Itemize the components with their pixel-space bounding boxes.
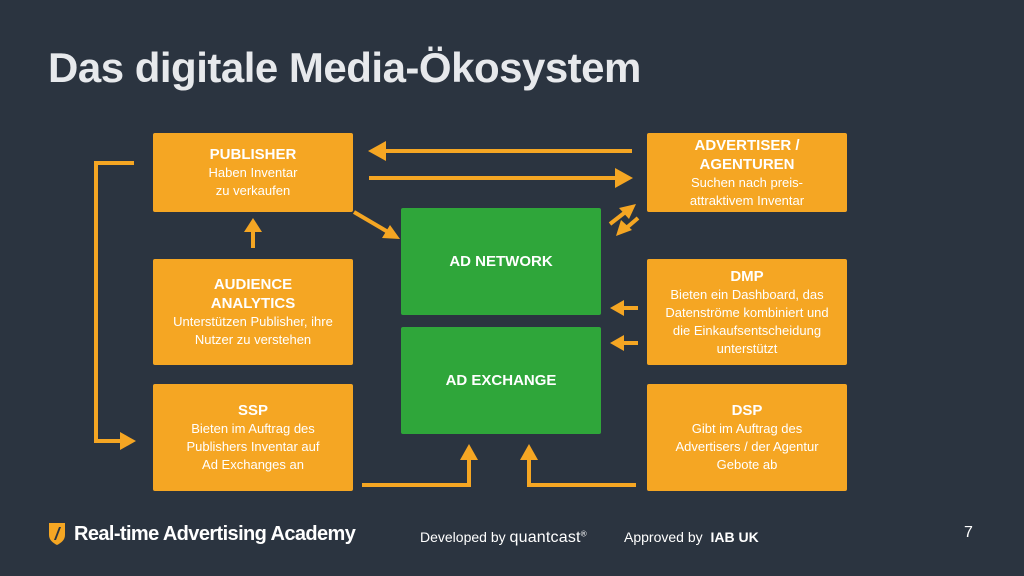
footer-brand-name: Real-time Advertising Academy (74, 522, 356, 545)
developed-brand: quantcast (509, 529, 581, 546)
approved-prefix: Approved by (624, 529, 703, 545)
audience-analytics-box: AUDIENCE ANALYTICS Unterstützen Publishe… (153, 259, 353, 365)
ssp-desc-line-1: Bieten im Auftrag des (191, 421, 315, 436)
arrowhead-dmp-to-ad-network (610, 300, 624, 316)
dsp-title: DSP (731, 402, 763, 419)
arrowhead-dmp-to-ad-exchange (610, 335, 624, 351)
page-number: 7 (964, 524, 973, 541)
ssp-box: SSP Bieten im Auftrag des Publishers Inv… (153, 384, 353, 491)
arrowhead-up-ssp-exchange (460, 444, 478, 460)
slide-title: Das digitale Media-Ökosystem (48, 44, 641, 91)
ssp-desc-line-2: Publishers Inventar auf (186, 439, 320, 454)
dsp-desc-line-3: Gebote ab (716, 457, 778, 472)
footer-brand: Real-time Advertising Academy (48, 522, 356, 546)
advertiser-box: ADVERTISER / AGENTUREN Suchen nach preis… (647, 133, 847, 212)
ad-network-box: AD NETWORK (401, 208, 601, 315)
arrowhead-up-dsp-exchange (520, 444, 538, 460)
audience-desc-line-1: Unterstützen Publisher, ihre (173, 314, 333, 329)
arrow-dsp-to-ad-exchange (527, 458, 636, 487)
publisher-desc-line-2: zu verkaufen (215, 183, 291, 198)
developed-prefix: Developed by (420, 529, 506, 545)
publisher-box: PUBLISHER Haben Inventar zu verkaufen (153, 133, 353, 212)
arrowhead-to-publisher (368, 141, 386, 161)
ad-exchange-box: AD EXCHANGE (401, 327, 601, 434)
arrow-publisher-to-ssp (94, 161, 134, 443)
advertiser-title-line-2: AGENTUREN (699, 155, 795, 173)
arrowhead-up-publisher (244, 218, 262, 232)
advertiser-title-line-1: ADVERTISER / (694, 136, 800, 154)
shield-logo-icon (49, 523, 65, 545)
arrowhead-to-ssp (120, 432, 136, 450)
audience-title-line-1: AUDIENCE (213, 276, 293, 293)
dmp-box: DMP Bieten ein Dashboard, das Datenström… (647, 259, 847, 365)
dsp-desc-line-2: Advertisers / der Agentur (675, 439, 819, 454)
audience-desc-line-2: Nutzer zu verstehen (194, 332, 312, 347)
developed-mark: ® (580, 529, 587, 539)
approved-brand: IAB UK (710, 529, 759, 545)
dsp-desc-line-1: Gibt im Auftrag des (691, 421, 803, 436)
advertiser-desc-line-1: Suchen nach preis- (690, 174, 803, 190)
arrow-ssp-to-ad-exchange (362, 458, 471, 487)
arrow-publisher-to-ad-network (352, 210, 390, 234)
publisher-desc-line-1: Haben Inventar (208, 165, 298, 180)
publisher-title: PUBLISHER (209, 146, 297, 163)
ssp-desc-line-3: Ad Exchanges an (202, 457, 304, 472)
arrowhead-to-ad-network (382, 225, 400, 239)
dmp-desc-line-1: Bieten ein Dashboard, das (670, 286, 824, 302)
dmp-title: DMP (730, 267, 764, 285)
audience-title-line-2: ANALYTICS (210, 295, 296, 312)
dsp-box: DSP Gibt im Auftrag des Advertisers / de… (647, 384, 847, 491)
dmp-desc-line-2: Datenströme kombiniert und (665, 304, 829, 320)
ssp-title: SSP (237, 402, 268, 419)
arrowhead-to-advertiser-small (619, 204, 636, 219)
advertiser-desc-line-2: attraktivem Inventar (689, 192, 805, 208)
dmp-desc-line-4: unterstützt (716, 340, 778, 356)
footer-approved-by: Approved by IAB UK (624, 529, 759, 545)
arrowhead-to-advertiser (615, 168, 633, 188)
arrowhead-to-ad-network-small (616, 220, 632, 236)
dmp-desc-line-3: die Einkaufsentscheidung (672, 322, 822, 338)
footer-developed-by: Developed by quantcast® (420, 529, 587, 547)
